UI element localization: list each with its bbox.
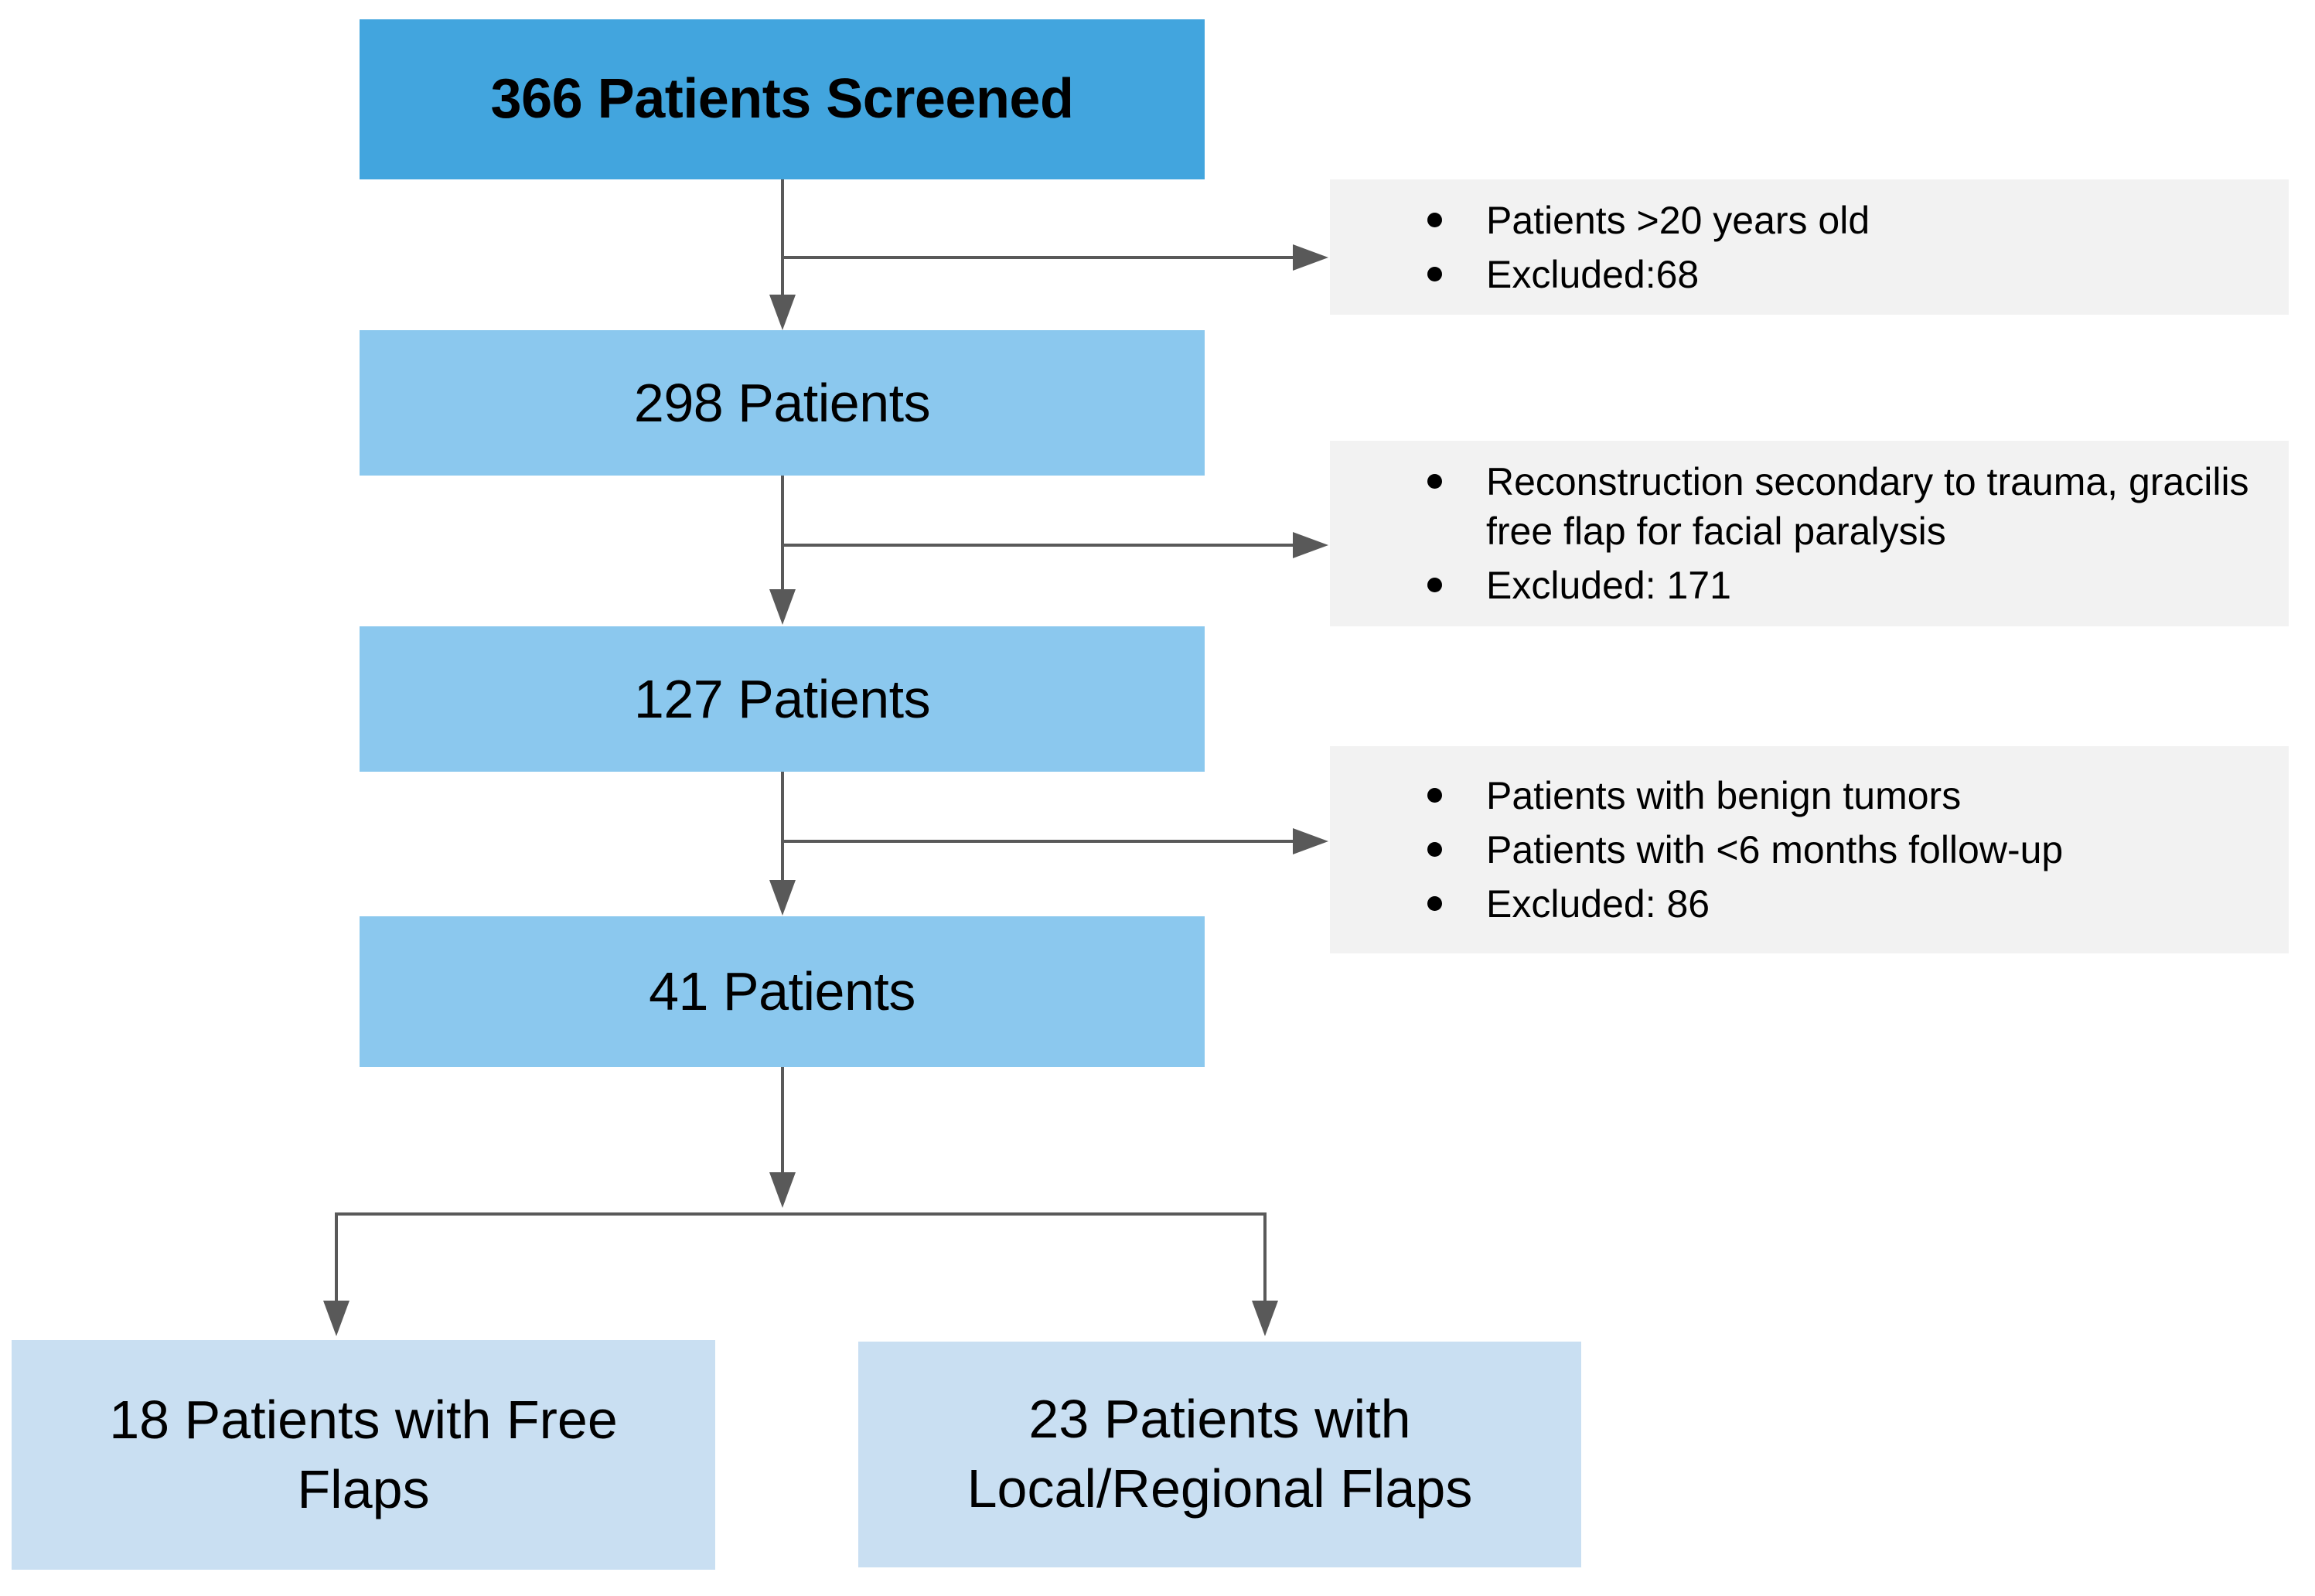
node-patients-screened-label: 366 Patients Screened: [490, 68, 1074, 131]
exclusion-item-text: Excluded: 171: [1486, 564, 1731, 607]
exclusion-list-1: Patients >20 years old Excluded:68: [1415, 196, 2289, 299]
arrowhead-screened-to-298: [769, 295, 796, 330]
exclusion-item-text: Patients with benign tumors: [1486, 774, 1962, 817]
node-local-regional-flaps-label: 23 Patients with Local/Regional Flaps: [967, 1385, 1473, 1523]
connector-127-to-41: [781, 770, 784, 883]
arrowhead-screened-to-exclusion-1: [1293, 244, 1328, 271]
exclusion-item: Excluded: 86: [1415, 879, 2289, 929]
exclusion-panel-1: Patients >20 years old Excluded:68: [1330, 179, 2289, 315]
node-free-flaps-line-2: Flaps: [297, 1458, 430, 1519]
connector-41-to-split: [781, 1067, 784, 1175]
arrowhead-298-to-127: [769, 589, 796, 625]
node-free-flaps-line-1: 18 Patients with Free: [109, 1389, 618, 1450]
bullet-icon: [1427, 474, 1442, 489]
bullet-icon: [1427, 788, 1442, 803]
exclusion-panel-3: Patients with benign tumors Patients wit…: [1330, 746, 2289, 953]
node-patients-screened[interactable]: 366 Patients Screened: [360, 19, 1205, 179]
connector-screened-to-exclusion-1: [781, 256, 1297, 259]
node-free-flaps[interactable]: 18 Patients with Free Flaps: [12, 1340, 715, 1570]
bullet-icon: [1427, 896, 1442, 911]
connector-298-to-exclusion-2: [781, 544, 1297, 547]
connector-split-to-local-flaps: [1263, 1212, 1267, 1304]
bullet-icon: [1427, 212, 1442, 227]
exclusion-item-text: Reconstruction secondary to trauma, grac…: [1486, 460, 2249, 553]
arrowhead-split-to-local-flaps: [1252, 1301, 1278, 1336]
exclusion-item: Patients with benign tumors: [1415, 771, 2289, 820]
connector-127-to-exclusion-3: [781, 840, 1297, 843]
exclusion-item-text: Excluded:68: [1486, 252, 1700, 296]
bullet-icon: [1427, 578, 1442, 592]
arrowhead-127-to-exclusion-3: [1293, 828, 1328, 854]
exclusion-list-3: Patients with benign tumors Patients wit…: [1415, 771, 2289, 929]
node-free-flaps-label: 18 Patients with Free Flaps: [109, 1386, 618, 1524]
split-bar: [335, 1212, 1267, 1216]
arrowhead-127-to-41: [769, 880, 796, 916]
exclusion-item-text: Excluded: 86: [1486, 882, 1710, 926]
exclusion-item: Patients >20 years old: [1415, 196, 2289, 245]
exclusion-panel-2: Reconstruction secondary to trauma, grac…: [1330, 441, 2289, 626]
node-stage-1[interactable]: 298 Patients: [360, 330, 1205, 476]
arrowhead-split-to-free-flaps: [323, 1301, 349, 1336]
node-stage-2[interactable]: 127 Patients: [360, 626, 1205, 772]
arrowhead-298-to-exclusion-2: [1293, 532, 1328, 558]
connector-298-to-127: [781, 476, 784, 592]
connector-split-to-free-flaps: [335, 1212, 338, 1304]
node-stage-2-label: 127 Patients: [633, 668, 931, 729]
exclusion-item: Patients with <6 months follow-up: [1415, 825, 2289, 875]
connector-screened-to-298: [781, 179, 784, 298]
bullet-icon: [1427, 842, 1442, 857]
node-local-regional-flaps-line-1: 23 Patients with: [1028, 1389, 1411, 1450]
exclusion-list-2: Reconstruction secondary to trauma, grac…: [1415, 457, 2289, 610]
node-stage-3[interactable]: 41 Patients: [360, 916, 1205, 1067]
node-local-regional-flaps-line-2: Local/Regional Flaps: [967, 1458, 1473, 1519]
node-local-regional-flaps[interactable]: 23 Patients with Local/Regional Flaps: [858, 1342, 1581, 1567]
exclusion-item: Excluded: 171: [1415, 561, 2289, 610]
node-stage-3-label: 41 Patients: [649, 961, 915, 1022]
exclusion-item-text: Patients >20 years old: [1486, 198, 1870, 242]
node-stage-1-label: 298 Patients: [633, 372, 931, 433]
exclusion-item: Excluded:68: [1415, 250, 2289, 299]
bullet-icon: [1427, 266, 1442, 281]
exclusion-item: Reconstruction secondary to trauma, grac…: [1415, 457, 2289, 556]
arrowhead-41-to-split: [769, 1172, 796, 1208]
exclusion-item-text: Patients with <6 months follow-up: [1486, 828, 2064, 871]
